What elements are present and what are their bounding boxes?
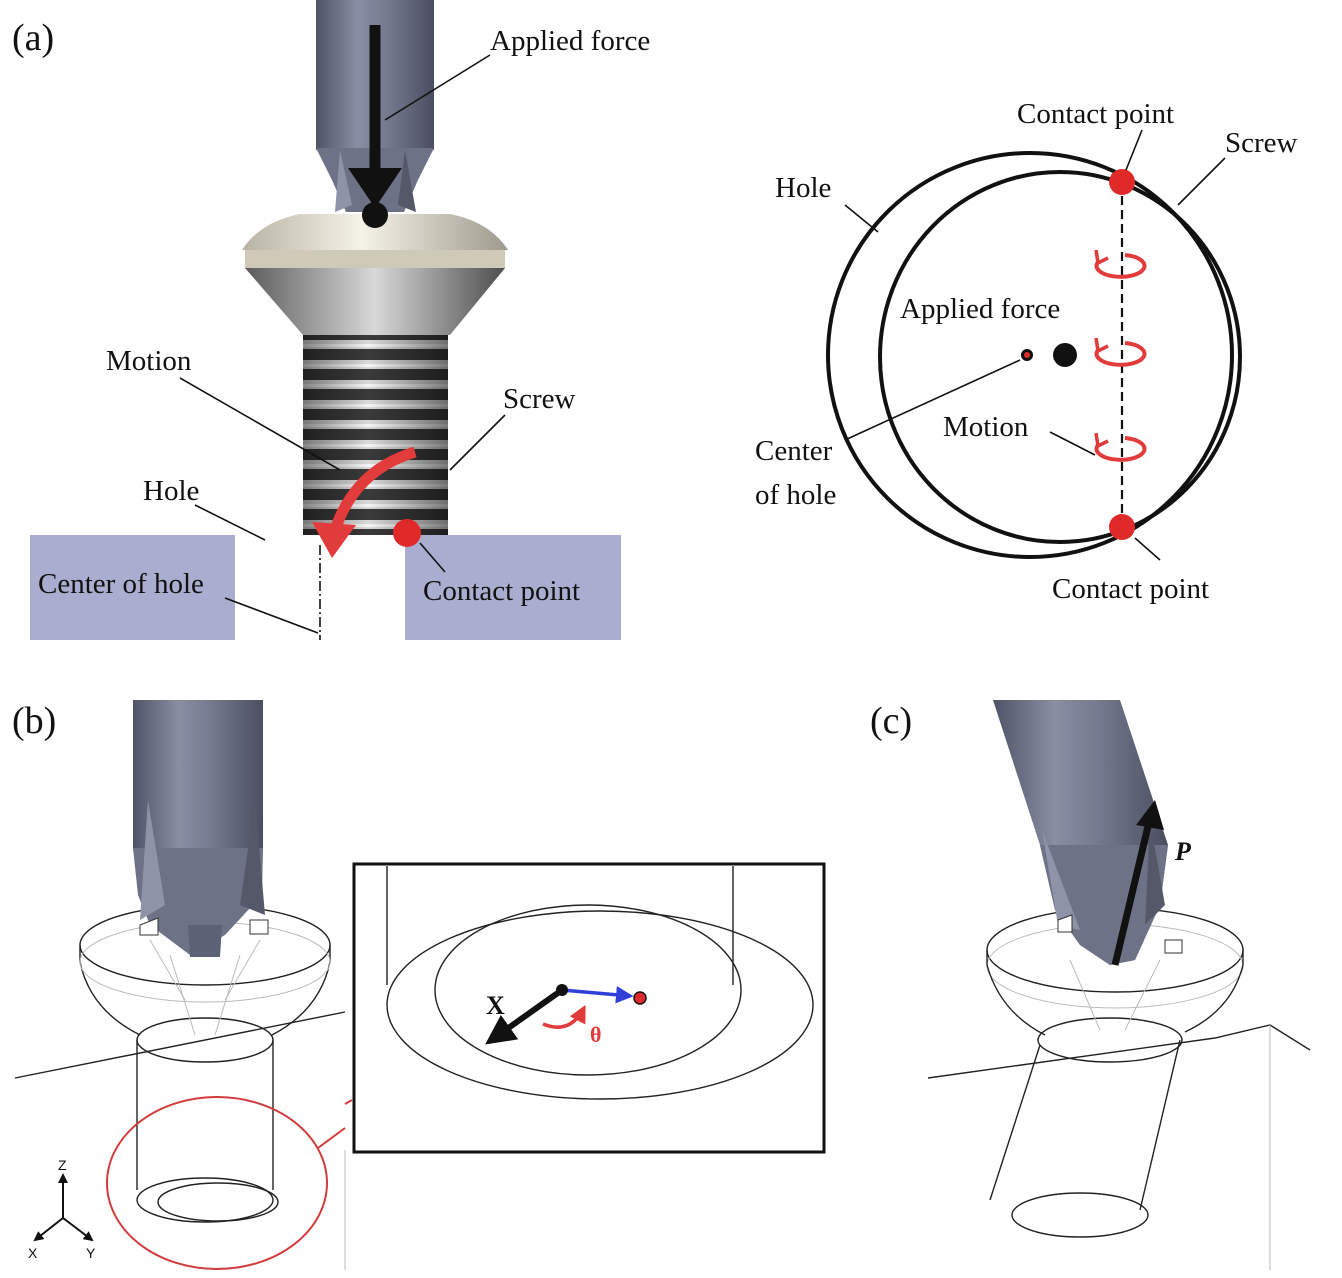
leader-center-top bbox=[844, 359, 1021, 441]
label-center-of-hole: Center of hole bbox=[38, 568, 204, 600]
rotation-icon-3 bbox=[1094, 432, 1147, 462]
leader-center-of-hole bbox=[224, 597, 319, 634]
rotation-icon-1 bbox=[1094, 249, 1147, 279]
leader-motion-top bbox=[1049, 431, 1096, 456]
inset-screw-center bbox=[556, 984, 568, 996]
leader-motion bbox=[179, 377, 341, 471]
inset-hole-center bbox=[633, 991, 647, 1005]
hole-plate-right bbox=[405, 535, 621, 640]
screw-side bbox=[242, 214, 508, 535]
leader-hole bbox=[194, 504, 266, 541]
axis-y-label: Y bbox=[86, 1245, 96, 1261]
label-screw-top: Screw bbox=[1225, 127, 1298, 159]
leader-contact-bottom bbox=[1134, 537, 1161, 561]
inset-offset-vector bbox=[561, 986, 634, 1004]
label-contact-point-top: Contact point bbox=[1017, 98, 1174, 130]
leader-hole-top bbox=[844, 204, 879, 233]
screwdriver-b bbox=[133, 700, 269, 957]
inset-x-vector bbox=[485, 987, 564, 1045]
hole-center-point-red bbox=[1024, 352, 1030, 358]
applied-force-point-top bbox=[1053, 343, 1077, 367]
motion-arrow-curve bbox=[329, 446, 417, 532]
inset-geometry bbox=[386, 866, 814, 1100]
inset-theta-arc bbox=[542, 1004, 586, 1029]
applied-force-arrow-head bbox=[348, 168, 402, 208]
applied-force-point bbox=[362, 202, 388, 228]
label-hole: Hole bbox=[143, 475, 199, 507]
p-force-label: P bbox=[1174, 837, 1192, 866]
hole-circle bbox=[826, 151, 1234, 559]
inset-x-label: X bbox=[486, 991, 505, 1020]
label-contact-point-bottom: Contact point bbox=[1052, 573, 1209, 605]
p-force-arrow-head bbox=[1136, 800, 1164, 830]
label-motion: Motion bbox=[106, 345, 192, 377]
rotation-icon-2 bbox=[1094, 337, 1147, 367]
leader-screw-top bbox=[1177, 157, 1226, 206]
zoom-highlight-circle bbox=[106, 1096, 328, 1270]
leader-applied-force bbox=[384, 54, 491, 121]
p-force-arrow-shaft bbox=[1111, 817, 1154, 966]
label-contact-point: Contact point bbox=[423, 575, 580, 607]
panel-c-label: (c) bbox=[870, 700, 912, 742]
label-motion-top: Motion bbox=[943, 411, 1029, 443]
plate-edge-b bbox=[14, 1011, 346, 1079]
screw-circle bbox=[878, 170, 1242, 544]
hole-plate-left bbox=[30, 535, 235, 640]
axis-x-label: X bbox=[28, 1245, 38, 1261]
contact-point-top bbox=[1109, 169, 1135, 195]
motion-arrow-head bbox=[312, 522, 356, 558]
label-center-line2: of hole bbox=[755, 479, 836, 511]
label-screw: Screw bbox=[503, 383, 576, 415]
inset-box bbox=[352, 862, 826, 1154]
contact-point-bottom bbox=[1109, 514, 1135, 540]
contact-point-side bbox=[393, 519, 421, 547]
label-center-line1: Center bbox=[755, 435, 833, 467]
leader-contact-top bbox=[1125, 129, 1143, 171]
label-applied-force-top: Applied force bbox=[900, 293, 1060, 325]
axis-triad bbox=[33, 1173, 94, 1242]
inset-theta-label: θ bbox=[590, 1022, 601, 1047]
label-applied-force: Applied force bbox=[490, 25, 650, 57]
leader-contact-point bbox=[419, 542, 446, 573]
axis-z-label: Z bbox=[58, 1157, 67, 1173]
label-hole-top: Hole bbox=[775, 172, 831, 204]
panel-a-label: (a) bbox=[12, 17, 54, 59]
screwdriver-c bbox=[993, 700, 1183, 965]
panel-b-label: (b) bbox=[12, 700, 56, 742]
zoom-connector bbox=[317, 1099, 353, 1149]
leader-screw bbox=[449, 414, 506, 471]
